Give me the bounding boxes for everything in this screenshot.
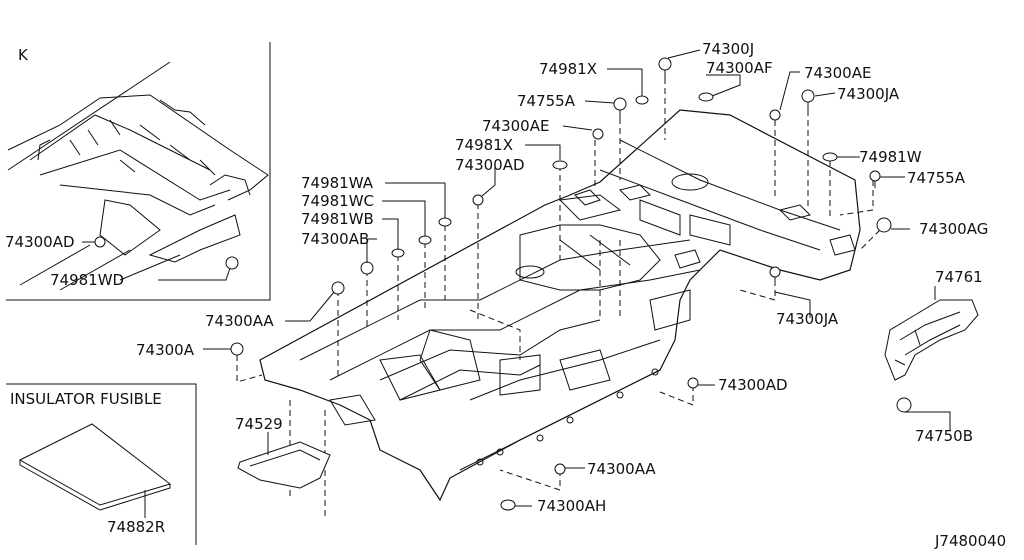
label-74529: 74529 bbox=[235, 415, 283, 433]
label-74981wb: 74981WB bbox=[301, 210, 374, 228]
label-74300ad-lower: 74300AD bbox=[718, 376, 788, 394]
diagram-code: J7480040 bbox=[934, 532, 1006, 550]
label-74300ja-lower: 74300JA bbox=[776, 310, 839, 328]
label-74300ae-right: 74300AE bbox=[804, 64, 871, 82]
fasteners bbox=[230, 57, 912, 511]
floor-panel bbox=[259, 109, 861, 502]
label-74981wc: 74981WC bbox=[301, 192, 374, 210]
label-74981wa: 74981WA bbox=[301, 174, 374, 192]
leader-lines bbox=[82, 49, 951, 507]
label-74750b: 74750B bbox=[915, 427, 973, 445]
label-74882r: 74882R bbox=[107, 518, 165, 536]
label-74300ad-mid: 74300AD bbox=[455, 156, 525, 174]
label-74755a-right: 74755A bbox=[907, 169, 966, 187]
part-74529-pad bbox=[237, 441, 331, 489]
label-74300ah: 74300AH bbox=[537, 497, 606, 515]
label-74755a-top: 74755A bbox=[517, 92, 576, 110]
label-74300a: 74300A bbox=[136, 341, 195, 359]
label-74300aa-lower: 74300AA bbox=[587, 460, 656, 478]
label-74300ab: 74300AB bbox=[301, 230, 369, 248]
label-74300j: 74300J bbox=[702, 40, 754, 58]
label-74981w: 74981W bbox=[859, 148, 922, 166]
label-74300aa-left: 74300AA bbox=[205, 312, 274, 330]
label-74300ad-inset: 74300AD bbox=[5, 233, 75, 251]
label-74761: 74761 bbox=[935, 268, 983, 286]
part-74761-bracket bbox=[884, 299, 979, 381]
label-74981x-mid: 74981X bbox=[455, 136, 513, 154]
label-74300af: 74300AF bbox=[706, 59, 773, 77]
inset-letter: K bbox=[18, 46, 29, 64]
label-74300ag: 74300AG bbox=[919, 220, 988, 238]
insulator-box-title: INSULATOR FUSIBLE bbox=[10, 390, 162, 408]
label-74981x-top: 74981X bbox=[539, 60, 597, 78]
inset-view-k: K bbox=[6, 42, 271, 301]
label-74300ja-top: 74300JA bbox=[837, 85, 900, 103]
label-74300ae-mid: 74300AE bbox=[482, 117, 549, 135]
insulator-fusible-box: INSULATOR FUSIBLE bbox=[6, 383, 197, 545]
label-74981wd: 74981WD bbox=[50, 271, 124, 289]
part-labels: 74981X 74300J 74300AF 74300AE 74755A 743… bbox=[5, 40, 1006, 550]
projection-lines bbox=[236, 78, 881, 520]
